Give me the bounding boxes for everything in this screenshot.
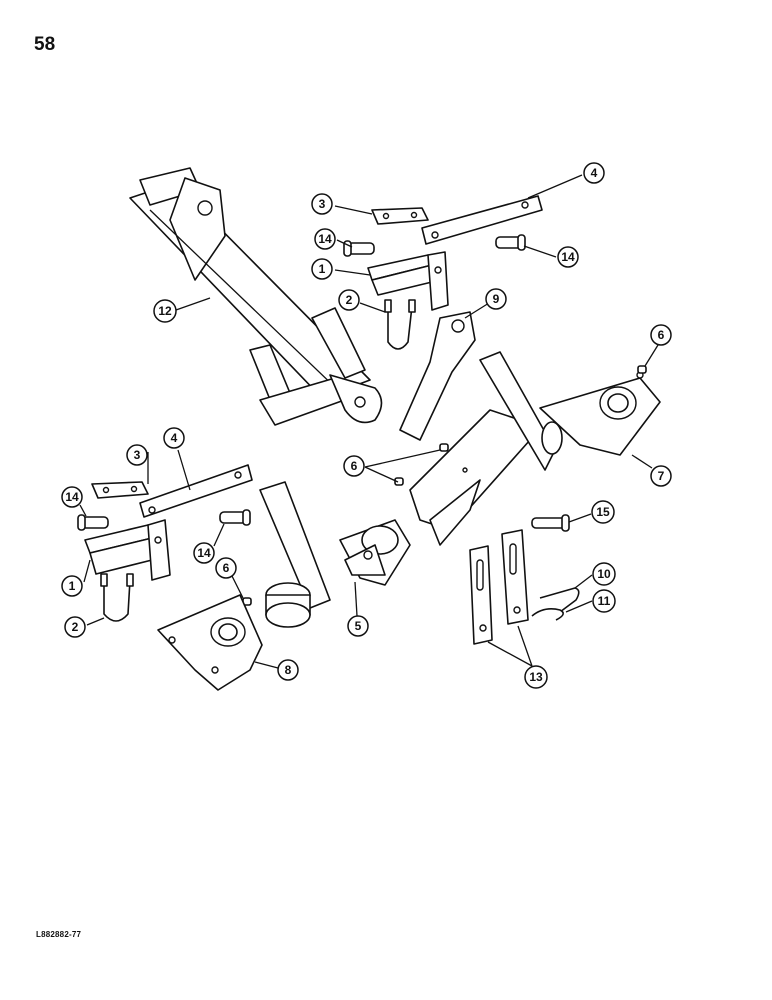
- callout-6-right: 6: [650, 324, 672, 346]
- callout-14-lower-right: 14: [193, 542, 215, 564]
- svg-text:2: 2: [72, 620, 79, 634]
- drawing-code: L882882-77: [36, 930, 82, 939]
- hairpin-clip: [531, 608, 564, 621]
- svg-text:4: 4: [591, 166, 598, 180]
- svg-text:11: 11: [598, 594, 611, 608]
- callout-4-upper: 4: [583, 162, 605, 184]
- callout-10: 10: [592, 562, 616, 586]
- callout-7: 7: [650, 465, 672, 487]
- slotted-link-left: [469, 545, 493, 645]
- callout-14-upper-right: 14: [557, 246, 579, 268]
- clamp-block-lower: [84, 519, 171, 581]
- callout-9: 9: [485, 288, 507, 310]
- callout-13: 13: [524, 665, 548, 689]
- angled-bracket: [399, 311, 476, 441]
- long-strap-lower: [139, 464, 253, 518]
- callout-1-lower: 1: [61, 575, 83, 597]
- callout-2-upper: 2: [338, 289, 360, 311]
- callout-12: 12: [153, 299, 177, 323]
- callout-4-lower: 4: [163, 427, 185, 449]
- svg-text:9: 9: [493, 292, 500, 306]
- callout-14-upper-left: 14: [314, 228, 336, 250]
- small-plate-upper: [371, 207, 429, 225]
- svg-text:13: 13: [529, 670, 543, 684]
- svg-text:6: 6: [351, 459, 358, 473]
- svg-text:7: 7: [658, 469, 665, 483]
- setscrew-center-upper: [439, 443, 449, 452]
- lower-bracket-shaft: [259, 481, 331, 628]
- svg-text:12: 12: [158, 304, 172, 318]
- svg-text:14: 14: [318, 232, 332, 246]
- svg-text:1: 1: [69, 579, 76, 593]
- svg-text:14: 14: [197, 546, 211, 560]
- svg-text:4: 4: [171, 431, 178, 445]
- flange-plate-lower: [157, 594, 263, 691]
- svg-text:1: 1: [319, 262, 326, 276]
- svg-text:3: 3: [134, 448, 141, 462]
- frame-beam: [129, 167, 383, 426]
- u-bolt-upper: [384, 299, 416, 350]
- pin-15: [531, 514, 570, 532]
- callout-5: 5: [347, 615, 369, 637]
- slotted-link-right: [501, 529, 529, 625]
- pin-lower-left: [77, 514, 109, 531]
- callout-6-lower: 6: [215, 557, 237, 579]
- callout-3-lower: 3: [126, 444, 148, 466]
- clamp-block-upper: [367, 251, 449, 311]
- svg-text:8: 8: [285, 663, 292, 677]
- callout-15: 15: [591, 500, 615, 524]
- callout-14-lower-left: 14: [61, 486, 83, 508]
- page-number: 58: [34, 34, 56, 55]
- callout-11: 11: [592, 589, 616, 613]
- svg-text:3: 3: [319, 197, 326, 211]
- svg-text:14: 14: [65, 490, 79, 504]
- pin-upper-right: [495, 234, 526, 251]
- svg-text:6: 6: [223, 561, 230, 575]
- setscrew-center-lower: [394, 477, 404, 486]
- svg-text:15: 15: [596, 505, 610, 519]
- leader-lines: [79, 174, 659, 669]
- small-plate-lower: [91, 481, 149, 499]
- svg-text:5: 5: [355, 619, 362, 633]
- callout-1-upper: 1: [311, 258, 333, 280]
- pin-lower-right: [219, 509, 251, 526]
- svg-text:14: 14: [561, 250, 575, 264]
- u-bolt-lower: [100, 573, 134, 622]
- pin-upper-left: [343, 240, 375, 257]
- callout-6-center: 6: [343, 455, 365, 477]
- callout-2-lower: 2: [64, 616, 86, 638]
- setscrew-right: [637, 365, 647, 374]
- center-arm-assembly: [339, 351, 563, 586]
- svg-text:6: 6: [658, 328, 665, 342]
- svg-text:2: 2: [346, 293, 353, 307]
- callout-3-upper: 3: [311, 193, 333, 215]
- long-strap-upper: [421, 195, 543, 245]
- flange-plate-right: [539, 371, 661, 456]
- svg-text:10: 10: [597, 567, 611, 581]
- callout-8: 8: [277, 659, 299, 681]
